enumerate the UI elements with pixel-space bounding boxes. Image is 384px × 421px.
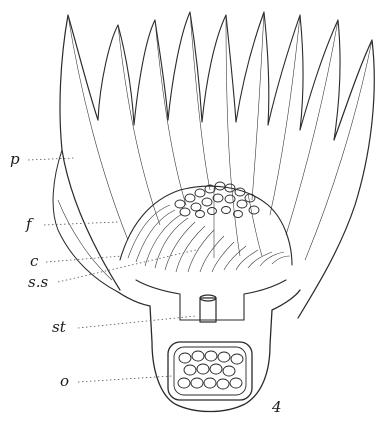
style	[200, 295, 216, 322]
ovules	[178, 351, 243, 389]
ovary	[168, 342, 252, 400]
corona	[120, 186, 292, 272]
leader-c	[46, 256, 122, 262]
label-c: c	[30, 252, 39, 270]
label-o: o	[60, 372, 69, 390]
anther-cluster	[175, 182, 259, 218]
label-ss: s.s	[28, 273, 48, 291]
leader-p	[28, 158, 74, 160]
label-p: p	[10, 150, 20, 168]
leader-st	[78, 316, 196, 328]
labels: p f c s.s st o 4	[10, 150, 282, 416]
label-st: st	[52, 318, 67, 336]
label-f: f	[25, 215, 34, 233]
leader-ss	[58, 250, 196, 282]
receptacle	[118, 280, 300, 412]
figure-number: 4	[271, 398, 282, 416]
